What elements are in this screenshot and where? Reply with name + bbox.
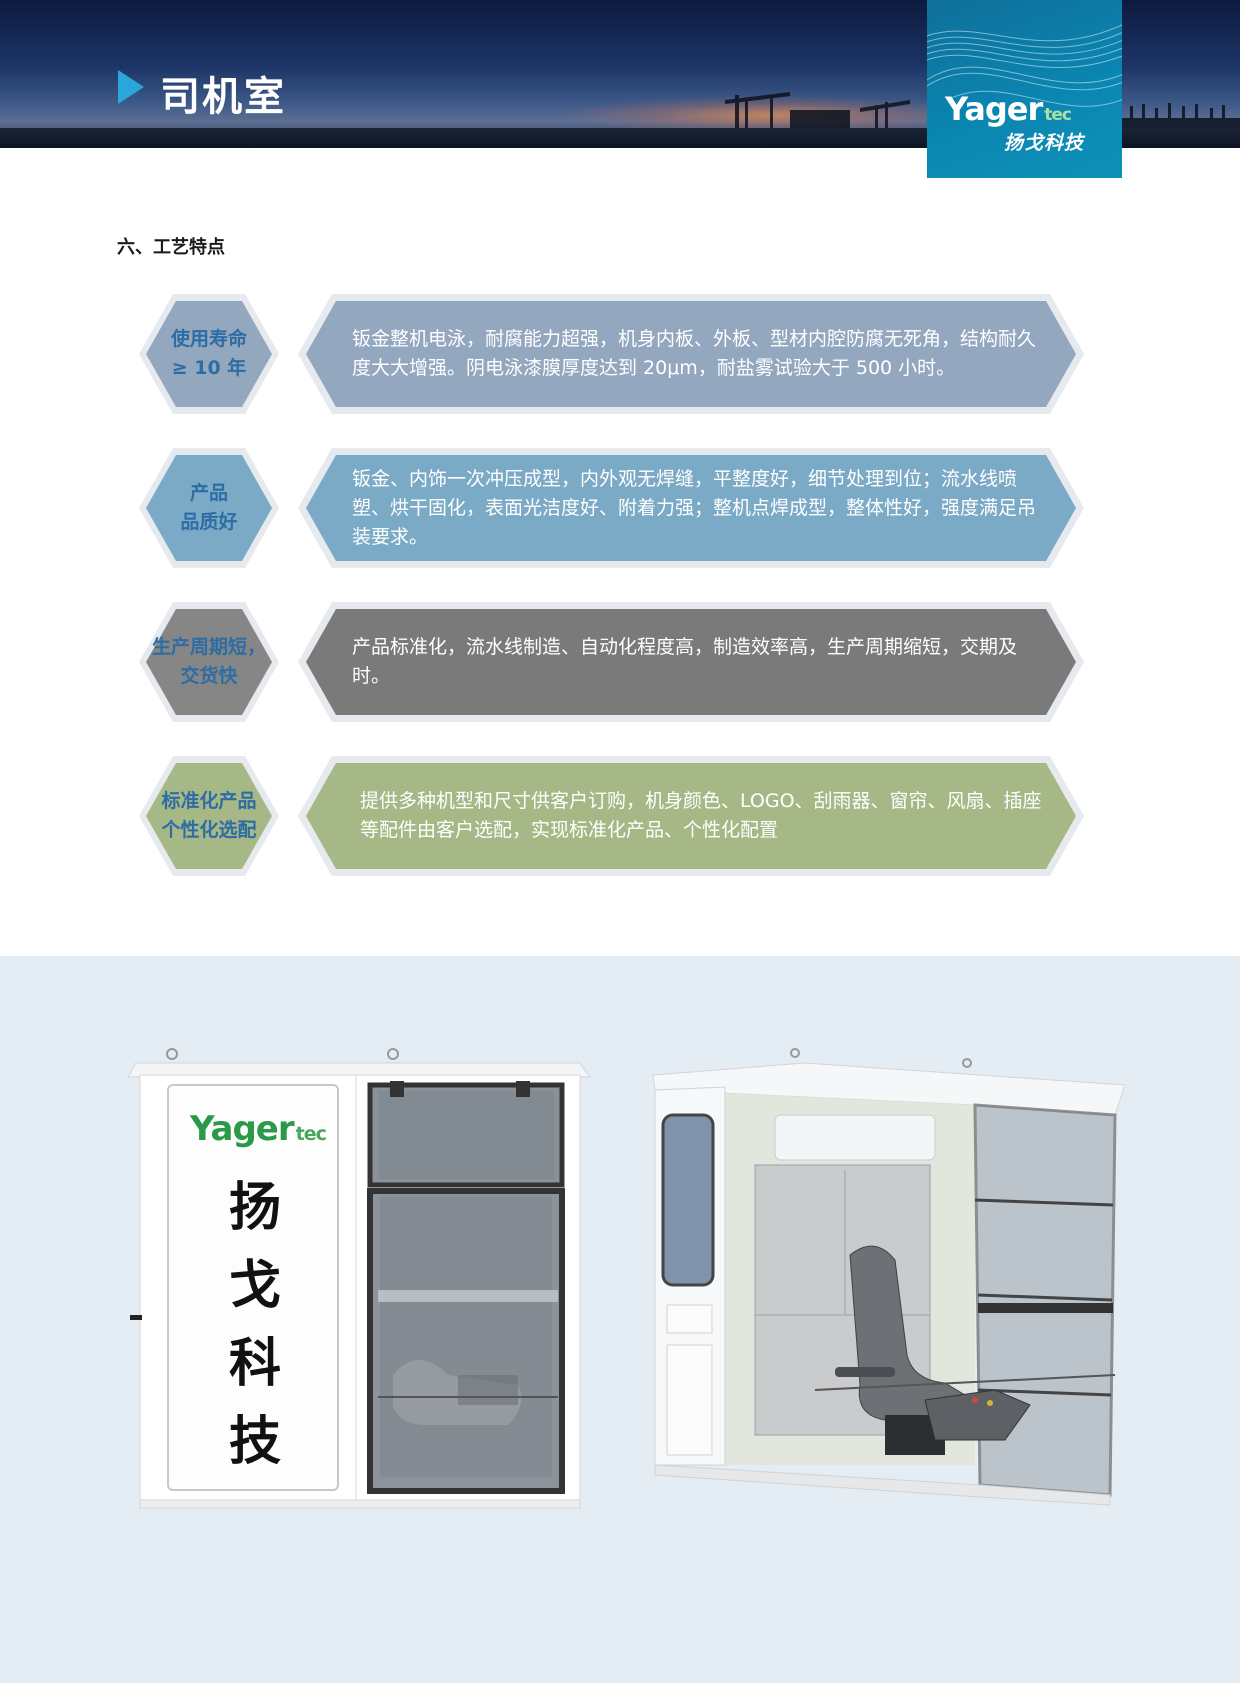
cabin-logo-char: 戈 [228, 1256, 281, 1316]
feature-badge-label: 产品 品质好 [180, 482, 238, 533]
cabin-front-drawing [127, 1048, 591, 1509]
feature-description: 产品标准化，流水线制造、自动化程度高，制造效率高，生产周期缩短，交期及时。 [352, 636, 1018, 687]
feature-row-delivery: 生产周期短， 交货快 产品标准化，流水线制造、自动化程度高，制造效率高，生产周期… [0, 600, 1240, 724]
feature-badge: 使用寿命 ≥ 10 年 [137, 292, 281, 416]
feature-description: 提供多种机型和尺寸供客户订购，机身颜色、LOGO、刮雨器、窗帘、风扇、插座等配件… [360, 790, 1042, 841]
page-title: 司机室 [160, 74, 286, 120]
cabin-logo-char: 扬 [228, 1178, 281, 1238]
cabin-interior-drawing [652, 1048, 1126, 1506]
logo-wave-icon [927, 24, 1122, 107]
feature-badge: 标准化产品 个性化选配 [137, 754, 281, 878]
feature-description: 钣金、内饰一次冲压成型，内外观无焊缝，平整度好，细节处理到位；流水线喷塑、烘干固… [352, 467, 1037, 548]
feature-badge: 产品 品质好 [137, 446, 281, 570]
cabin-logo-char: 科 [228, 1334, 281, 1394]
feature-badge-label: 使用寿命 ≥ 10 年 [170, 328, 247, 379]
feature-panel: 产品标准化，流水线制造、自动化程度高，制造效率高，生产周期缩短，交期及时。 [296, 600, 1086, 724]
section-heading: 六、工艺特点 [117, 237, 225, 258]
feature-description: 钣金整机电泳，耐腐能力超强，机身内板、外板、型材内腔防腐无死角，结构耐久度大大增… [352, 328, 1037, 379]
feature-panel: 提供多种机型和尺寸供客户订购，机身颜色、LOGO、刮雨器、窗帘、风扇、插座等配件… [296, 754, 1086, 878]
cabin-logo-char: 技 [228, 1412, 281, 1472]
cabin-interior-view [645, 1045, 1126, 1515]
title-arrow-icon [118, 70, 144, 104]
harbor-cranes-illustration [725, 92, 1240, 130]
feature-panel: 钣金整机电泳，耐腐能力超强，机身内板、外板、型材内腔防腐无死角，结构耐久度大大增… [296, 292, 1086, 416]
feature-row-customization: 标准化产品 个性化选配 提供多种机型和尺寸供客户订购，机身颜色、LOGO、刮雨器… [0, 754, 1240, 878]
logo-chinese-name: 扬戈科技 [1004, 132, 1085, 154]
feature-badge-label: 生产周期短， 交货快 [151, 636, 266, 687]
feature-badge: 生产周期短， 交货快 [137, 600, 281, 724]
feature-panel: 钣金、内饰一次冲压成型，内外观无焊缝，平整度好，细节处理到位；流水线喷塑、烘干固… [296, 446, 1086, 570]
feature-row-lifespan: 使用寿命 ≥ 10 年 钣金整机电泳，耐腐能力超强，机身内板、外板、型材内腔防腐… [0, 292, 1240, 416]
feature-row-quality: 产品 品质好 钣金、内饰一次冲压成型，内外观无焊缝，平整度好，细节处理到位；流水… [0, 446, 1240, 570]
feature-badge-label: 标准化产品 个性化选配 [161, 790, 257, 841]
